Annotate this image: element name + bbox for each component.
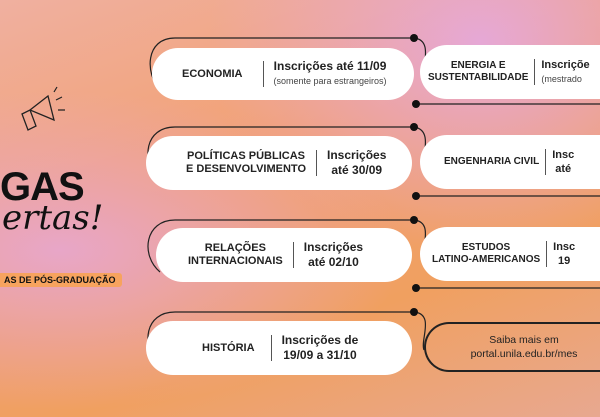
program-name: POLÍTICAS PÚBLICAS — [187, 150, 305, 162]
program-note: (mestrado — [541, 74, 582, 84]
more-info-url[interactable]: portal.unila.edu.br/mes — [470, 348, 578, 360]
program-deadline: Inscrições — [327, 148, 387, 162]
program-deadline: até 30/09 — [331, 163, 383, 177]
program-name: LATINO-AMERICANOS — [432, 254, 541, 265]
divider — [270, 335, 272, 361]
title-vagas: GAS — [0, 165, 85, 209]
program-card-engenharia-civil: ENGENHARIA CIVIL Insc até — [420, 135, 600, 189]
divider — [292, 242, 294, 268]
program-deadline: até 02/10 — [308, 255, 359, 269]
program-name: HISTÓRIA — [202, 341, 255, 354]
divider — [262, 61, 264, 87]
program-name: RELAÇÕES — [204, 242, 266, 254]
divider — [534, 59, 536, 85]
program-deadline: Inscrições — [303, 240, 364, 254]
program-note: (somente para estrangeiros) — [273, 76, 387, 86]
divider — [316, 150, 318, 176]
divider — [545, 149, 547, 175]
program-deadline: Inscriçõe — [541, 59, 590, 71]
more-info-link[interactable]: Saiba mais em portal.unila.edu.br/mes — [424, 322, 600, 372]
program-deadline: Insc — [553, 241, 576, 253]
program-name: INTERNACIONAIS — [188, 255, 283, 267]
postgrad-badge: AS DE PÓS-GRADUAÇÃO — [0, 273, 122, 287]
program-name: ENERGIA E — [450, 60, 506, 71]
program-name: SUSTENTABILIDADE — [428, 72, 529, 83]
divider — [546, 241, 548, 267]
program-card-economia: ECONOMIA Inscrições até 11/09 (somente pa… — [152, 48, 414, 100]
program-deadline: Inscrições de — [281, 333, 359, 347]
program-deadline: 19 — [558, 255, 571, 267]
program-deadline: Insc — [552, 149, 575, 161]
program-name: ESTUDOS — [461, 242, 511, 253]
program-deadline: até — [555, 163, 572, 175]
program-name: ENGENHARIA CIVIL — [444, 156, 540, 167]
program-deadline: Inscrições até 11/09 — [273, 59, 387, 73]
title-abertas: ertas! — [2, 198, 104, 238]
program-deadline: 19/09 a 31/10 — [283, 348, 357, 362]
program-name: E DESENVOLVIMENTO — [186, 163, 307, 175]
more-info-label: Saiba mais em — [489, 334, 559, 346]
program-name: ECONOMIA — [182, 67, 243, 80]
